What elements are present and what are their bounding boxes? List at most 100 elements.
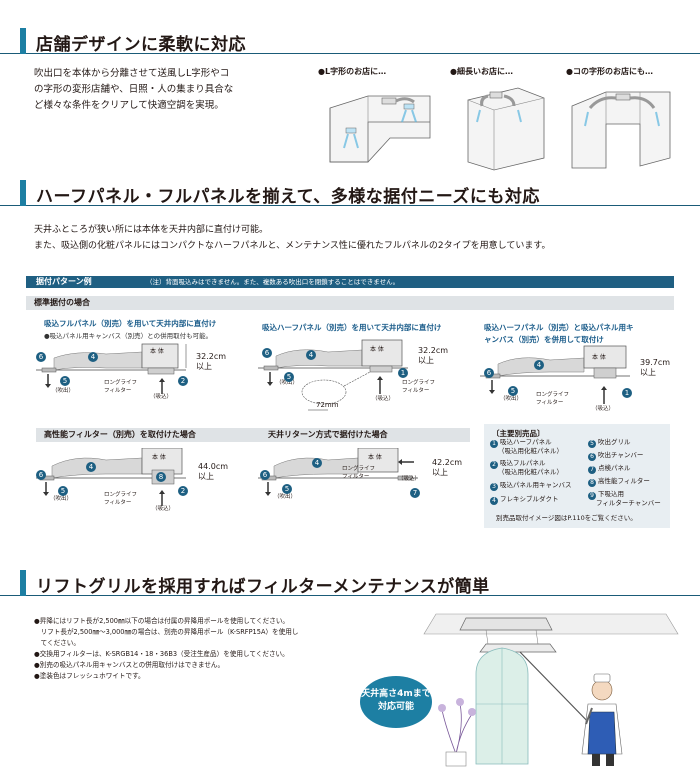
lift-note: ●別売の吸込パネル用キャンバスとの併用取付けはできません。 xyxy=(34,661,225,669)
case3-filter: ロングライフ xyxy=(536,392,570,398)
case2-height: 32.2cm xyxy=(418,346,449,355)
case3-outlet: （吹出） xyxy=(500,396,523,402)
section-header-1: 店舗デザインに柔軟に対応 xyxy=(0,28,700,55)
case5-diagram xyxy=(258,448,418,496)
lift-grille-illustration xyxy=(423,613,679,767)
case2-title: 吸込ハーフパネル（別売）を用いて天井内部に直付け xyxy=(262,323,442,332)
callout-5-icon: 5 xyxy=(588,440,596,448)
section-title: ハーフパネル・フルパネルを揃えて、多様な据付ニーズにも対応 xyxy=(36,187,540,207)
callout-5-icon: 5 xyxy=(508,386,518,396)
callout-1-icon: 1 xyxy=(490,440,498,448)
callout-4-icon: 4 xyxy=(86,462,96,472)
lift-note: ●塗装色はフレッシュホワイトです。 xyxy=(34,672,145,680)
case3-body-label: 本 体 xyxy=(592,354,606,361)
case1-outlet: （吹出） xyxy=(52,388,75,394)
legend-footer: 別売品取付イメージ図はP.110をご覧ください。 xyxy=(496,514,637,522)
case1-filter: ロングライフ xyxy=(104,380,138,386)
section-accent-bar xyxy=(20,180,26,206)
callout-4-icon: 4 xyxy=(88,352,98,362)
case5-outlet: （吹出） xyxy=(274,494,297,500)
case1-body-label: 本 体 xyxy=(150,348,164,355)
callout-4-icon: 4 xyxy=(306,350,316,360)
case1-height: 32.2cm xyxy=(196,352,227,361)
callout-8-icon: 8 xyxy=(156,472,166,482)
callout-6-icon: 6 xyxy=(36,352,46,362)
case4-filter: フィルター xyxy=(104,500,132,506)
callout-6-icon: 6 xyxy=(588,453,596,461)
callout-6-icon: 6 xyxy=(262,348,272,358)
u-shaped-shop-illustration xyxy=(571,91,671,169)
case5-filter: フィルター xyxy=(342,474,370,480)
case1-note: ●吸込パネル用キャンバス（別売）との併用取付も可能。 xyxy=(44,332,213,340)
case4-intake: （吸込） xyxy=(152,506,175,512)
callout-3-icon: 3 xyxy=(490,483,498,491)
case5-height: 42.2cm xyxy=(432,458,463,467)
section2-body-line: 天井ふところが狭い所には本体を天井内部に直付け可能。 xyxy=(34,225,269,235)
section-accent-bar xyxy=(20,570,26,596)
case1-intake: （吸込） xyxy=(150,394,173,400)
legend-item-2-sub: （吸込用化粧パネル） xyxy=(498,468,563,476)
case5-bar: 天井リターン方式で据付けた場合 xyxy=(260,428,470,442)
case3-intake: （吸込） xyxy=(592,406,615,412)
case1-unit: 以上 xyxy=(196,362,212,371)
case3-title: 吸込ハーフパネル（別売）と吸込パネル用キ xyxy=(484,323,634,332)
case5-title: 天井リターン方式で据付けた場合 xyxy=(268,430,388,439)
long-shop-illustration xyxy=(467,87,545,171)
section-header-2: ハーフパネル・フルパネルを揃えて、多様な据付ニーズにも対応 xyxy=(0,180,700,207)
case2-outlet: （吹出） xyxy=(276,380,299,386)
section-header-3: リフトグリルを採用すればフィルターメンテナンスが簡単 xyxy=(0,570,700,597)
badge-line: 対応可能 xyxy=(377,702,414,712)
callout-1-icon: 1 xyxy=(622,388,632,398)
standard-install-label: 標準据付の場合 xyxy=(34,298,90,307)
section-title: リフトグリルを採用すればフィルターメンテナンスが簡単 xyxy=(36,577,490,597)
section-title: 店舗デザインに柔軟に対応 xyxy=(36,35,246,55)
lift-note: てください。 xyxy=(34,639,80,647)
accessory-legend: 〔主要別売品〕 xyxy=(484,424,670,528)
legend-title: 〔主要別売品〕 xyxy=(492,429,545,438)
case5-filter: ロングライフ xyxy=(342,466,376,472)
callout-7-icon: 7 xyxy=(588,466,596,474)
callout-4-icon: 4 xyxy=(312,458,322,468)
case2-filter: ロングライフ xyxy=(402,380,436,386)
case3-height: 39.7cm xyxy=(640,358,671,367)
case2-filter: フィルター xyxy=(402,388,430,394)
lift-note: ●昇降にはリフト長が2,500㎜以下の場合は付属の昇降用ポールを使用してください… xyxy=(34,617,290,625)
install-pattern-header: 据付パターン例 （注）背面吸込みはできません。また、複数ある吹出口を閉鎖すること… xyxy=(26,276,674,288)
case4-outlet: （吹出） xyxy=(50,496,73,502)
callout-7-icon: 7 xyxy=(410,488,420,498)
section1-body-line: ど様々な条件をクリアして快適空調を実現。 xyxy=(34,100,224,111)
case4-filter: ロングライフ xyxy=(104,492,138,498)
ceiling-height-badge: 天井高さ4mまで 対応可能 xyxy=(360,676,432,728)
case2-intake: （吸込） xyxy=(372,396,395,402)
case5-unit: 以上 xyxy=(432,468,448,477)
shape-caption-long: ●細長いお店に… xyxy=(450,67,513,76)
lift-note: ●交換用フィルターは、K-SRGB14・18・36B3（受注生産品）を使用してく… xyxy=(34,650,289,658)
case4-height: 44.0cm xyxy=(198,462,229,471)
case5-intake: （吸込） xyxy=(398,476,421,482)
case3-diagram xyxy=(480,345,630,404)
case2-unit: 以上 xyxy=(418,356,434,365)
case2-body-label: 本 体 xyxy=(370,346,384,353)
l-shaped-shop-illustration xyxy=(329,95,431,163)
callout-6-icon: 6 xyxy=(260,470,270,480)
legend-item-1-sub: （吸込用化粧パネル） xyxy=(498,447,563,455)
case4-unit: 以上 xyxy=(198,472,214,481)
callout-8-icon: 8 xyxy=(588,479,596,487)
callout-6-icon: 6 xyxy=(36,470,46,480)
section2-body-line: また、吸込側の化粧パネルにはコンパクトなハーフパネルと、メンテナンス性に優れたフ… xyxy=(34,241,551,251)
case1-title: 吸込フルパネル（別売）を用いて天井内部に直付け xyxy=(44,319,217,328)
callout-5-icon: 5 xyxy=(60,376,70,386)
case5-body-label: 本 体 xyxy=(368,454,382,461)
section1-body-line: の字形の変形店舗や、日照・人の集まり具合な xyxy=(34,84,234,95)
section-accent-bar xyxy=(20,28,26,54)
callout-6-icon: 6 xyxy=(484,368,494,378)
